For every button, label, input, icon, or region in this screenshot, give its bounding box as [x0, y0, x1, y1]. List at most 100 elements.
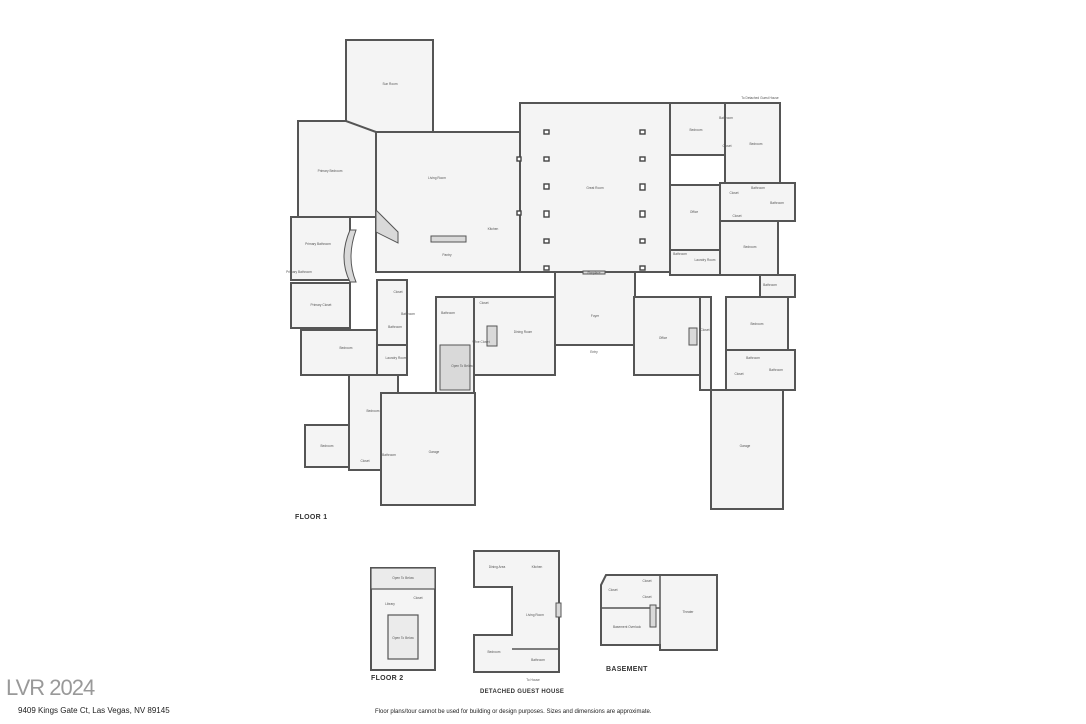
- room-label-basement-closet-b: Closet: [642, 579, 652, 583]
- room-label-closet-d: Closet: [722, 144, 732, 148]
- room-label-basement-closet-a: Closet: [608, 588, 618, 592]
- room-label-open-to-below-center: Open To Below: [392, 636, 414, 640]
- closet-bath-shape: [719, 182, 796, 222]
- room-label-floor2-closet: Closet: [413, 596, 423, 600]
- room-label-bathroom-k: Bathroom: [769, 368, 783, 372]
- wine-cabinet-shape: [486, 325, 498, 347]
- room-label-open-to-below-top: Open To Below: [392, 576, 414, 580]
- room-label-closet-a: Closet: [393, 290, 403, 294]
- room-label-bedroom-b: Bedroom: [366, 409, 380, 413]
- office-a-shape: [669, 184, 721, 251]
- closet-bath-right-shape: [725, 349, 796, 391]
- room-label-bathroom-d: Bathroom: [382, 453, 396, 457]
- living-kitchen-shape: [375, 131, 521, 273]
- room-label-primary-bathroom-2: Primary Bathroom: [286, 270, 312, 274]
- property-address: 9409 Kings Gate Ct, Las Vegas, NV 89145: [18, 706, 170, 715]
- room-label-garage-a: Garage: [428, 450, 440, 454]
- arch-shape: [343, 229, 357, 283]
- bedroom-h-shape: [725, 296, 789, 351]
- room-label-living-room: Living Room: [428, 176, 446, 180]
- room-label-wine-closet: Wine Closet: [472, 340, 490, 344]
- room-label-bathroom-h: Bathroom: [673, 252, 687, 256]
- room-label-kitchen: Kitchen: [487, 227, 499, 231]
- room-label-basement-overlook: Basement Overlook: [613, 625, 641, 629]
- room-label-fireplace: Fireplace: [587, 271, 601, 275]
- primary-bathroom-shape: [290, 216, 351, 281]
- room-label-primary-closet: Primary Closet: [310, 303, 332, 307]
- floor-1-plan: [290, 39, 796, 510]
- garage-b-shape: [710, 389, 784, 510]
- label-to-house: To House: [526, 678, 540, 682]
- room-label-library: Library: [385, 602, 395, 606]
- closet-bath-left-shape: [376, 279, 408, 346]
- basement-plan: [600, 574, 718, 651]
- watermark-logo: LVR 2024: [6, 675, 95, 700]
- room-label-bathroom-e: Bathroom: [719, 116, 733, 120]
- foyer-shape: [554, 271, 636, 346]
- great-room-pillars: [516, 129, 646, 271]
- room-label-laundry-a: Laundry Room: [385, 356, 407, 360]
- garage-a-shape: [380, 392, 476, 506]
- room-label-basement-closet-c: Closet: [642, 595, 652, 599]
- sun-room-shape: [345, 39, 434, 133]
- room-label-laundry-b: Laundry Room: [694, 258, 716, 262]
- room-label-bedroom-e: Bedroom: [749, 142, 763, 146]
- room-label-theater: Theater: [682, 610, 694, 614]
- room-label-gh-living-room: Living Room: [526, 613, 544, 617]
- room-label-primary-bedroom: Primary Bedroom: [317, 169, 343, 173]
- room-label-great-room: Great Room: [586, 186, 604, 190]
- room-label-closet-e: Closet: [729, 191, 739, 195]
- room-label-closet-b: Closet: [479, 301, 489, 305]
- room-label-bedroom-g: Bedroom: [750, 322, 764, 326]
- room-label-office-a: Office: [689, 210, 699, 214]
- room-label-closet-c: Closet: [360, 459, 370, 463]
- room-label-closet-h: Closet: [734, 372, 744, 376]
- room-label-bathroom-j: Bathroom: [746, 356, 760, 360]
- room-label-bedroom-a: Bedroom: [339, 346, 353, 350]
- room-label-dining-area: Dining Area: [488, 565, 506, 569]
- room-label-dining-room: Dining Room: [513, 330, 533, 334]
- disclaimer: Floor plans/tour cannot be used for buil…: [375, 709, 652, 715]
- room-label-bathroom-b: Bathroom: [388, 325, 402, 329]
- room-label-gh-bathroom: Bathroom: [531, 658, 545, 662]
- room-label-gh-bedroom: Bedroom: [487, 650, 501, 654]
- basement-title: BASEMENT: [606, 666, 648, 673]
- room-label-bedroom-c: Bedroom: [320, 444, 334, 448]
- room-label-bathroom-i: Bathroom: [763, 283, 777, 287]
- hall-shape: [699, 296, 712, 391]
- room-label-gh-kitchen: Kitchen: [531, 565, 543, 569]
- room-label-bedroom-d: Bedroom: [689, 128, 703, 132]
- office-cabinet-shape: [688, 327, 698, 346]
- bedroom-g-shape: [719, 220, 779, 276]
- room-label-bathroom-c: Bathroom: [441, 311, 455, 315]
- floor-2-plan: [370, 567, 436, 671]
- floor-2-title: FLOOR 2: [371, 675, 404, 682]
- room-label-closet-g: Closet: [700, 328, 710, 332]
- primary-closet-shape: [290, 282, 351, 329]
- label-to-guest-house: To Detached Guest House: [741, 96, 779, 100]
- room-label-bathroom-f: Bathroom: [751, 186, 765, 190]
- room-label-bathroom-g: Bathroom: [770, 201, 784, 205]
- room-label-entry: Entry: [590, 350, 598, 354]
- dining-room-shape: [473, 296, 556, 376]
- kitchen-island-shape: [430, 235, 467, 243]
- room-label-foyer: Foyer: [590, 314, 600, 318]
- laundry-a-shape: [376, 344, 408, 376]
- fireplace-great-room-shape: [582, 270, 606, 275]
- guest-house-title: DETACHED GUEST HOUSE: [480, 689, 565, 695]
- floor-1-title: FLOOR 1: [295, 514, 328, 521]
- room-label-bathroom-a: Bathroom: [401, 312, 415, 316]
- bedroom-f-shape: [669, 102, 726, 156]
- room-label-pantry: Pantry: [442, 253, 452, 257]
- bathroom-g-shape: [724, 102, 781, 184]
- guest-house-plan: [473, 550, 562, 673]
- fireplace-a-shape: [375, 208, 399, 244]
- room-label-sun-room: Sun Room: [382, 82, 398, 86]
- room-label-garage-b: Garage: [739, 444, 751, 448]
- room-label-open-to-below: Open To Below: [451, 364, 473, 368]
- room-label-closet-f: Closet: [732, 214, 742, 218]
- open-to-below-shape: [439, 344, 471, 391]
- room-label-bedroom-f: Bedroom: [743, 245, 757, 249]
- bedroom-c-shape: [304, 424, 350, 468]
